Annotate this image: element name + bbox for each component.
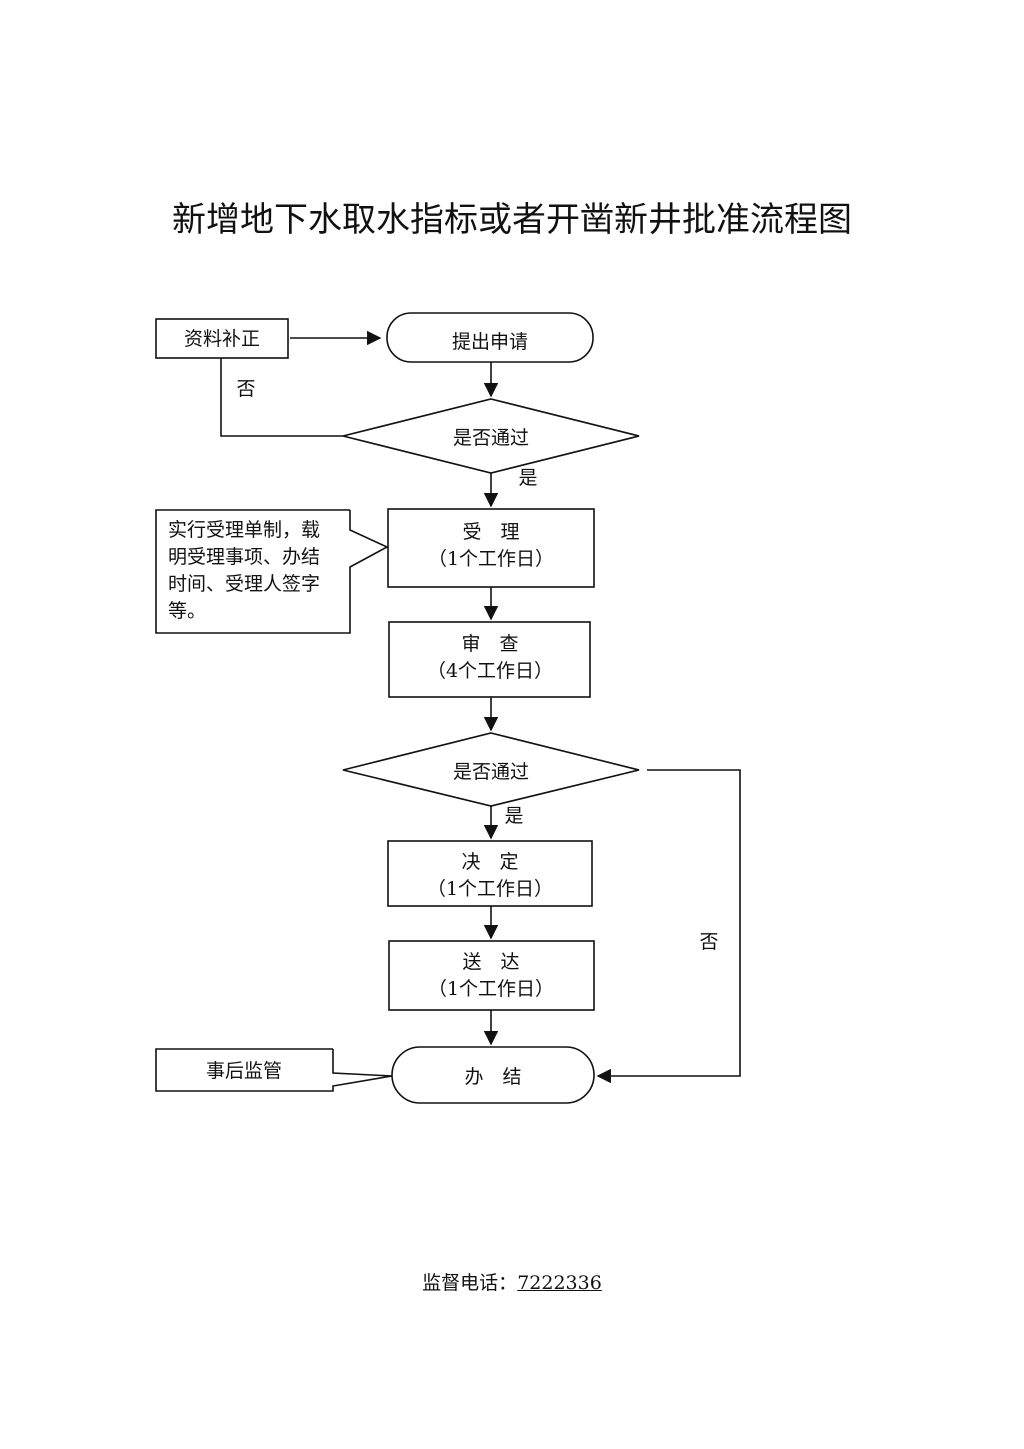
- apply-terminal: [386, 312, 594, 363]
- no-label-1: 否: [236, 378, 255, 400]
- page-title: 新增地下水取水指标或者开凿新井批准流程图: [172, 200, 852, 240]
- footer-phone: 7222336: [517, 1272, 602, 1294]
- note-line-2: 明受理事项、办结: [168, 546, 320, 568]
- note-line-4: 等。: [168, 600, 206, 622]
- no-path-to-correction: [220, 358, 343, 437]
- yes-label-2: 是: [504, 805, 523, 827]
- note-line-3: 时间、受理人签字: [168, 573, 320, 595]
- finish-label: 办 结: [464, 1066, 521, 1088]
- yes-label-1: 是: [518, 467, 537, 489]
- decide-box: [387, 840, 593, 907]
- footer-supervision-phone: 监督电话：7222336: [0, 1268, 1024, 1295]
- deliver-days: （1个工作日）: [428, 978, 554, 1000]
- correction-box: [155, 318, 289, 359]
- review-title: 审 查: [461, 633, 518, 655]
- no-path-to-finish: [596, 769, 741, 1084]
- footer-label: 监督电话：: [422, 1272, 518, 1294]
- note-callout: [155, 509, 389, 634]
- review-box: [388, 621, 591, 698]
- accept-days: （1个工作日）: [428, 548, 554, 570]
- no-label-2: 否: [699, 931, 718, 953]
- note-line-1: 实行受理单制，载: [168, 519, 320, 541]
- check1-label: 是否通过: [453, 427, 529, 449]
- correction-label: 资料补正: [184, 328, 260, 350]
- supervision-label: 事后监管: [206, 1060, 282, 1082]
- accept-title: 受 理: [462, 521, 519, 543]
- apply-label: 提出申请: [452, 331, 528, 353]
- review-days: （4个工作日）: [427, 660, 553, 682]
- check2-label: 是否通过: [453, 761, 529, 783]
- finish-terminal: [391, 1046, 595, 1104]
- deliver-title: 送 达: [462, 951, 519, 973]
- supervision-callout: [155, 1048, 393, 1092]
- decide-days: （1个工作日）: [427, 878, 553, 900]
- decide-title: 决 定: [461, 851, 518, 873]
